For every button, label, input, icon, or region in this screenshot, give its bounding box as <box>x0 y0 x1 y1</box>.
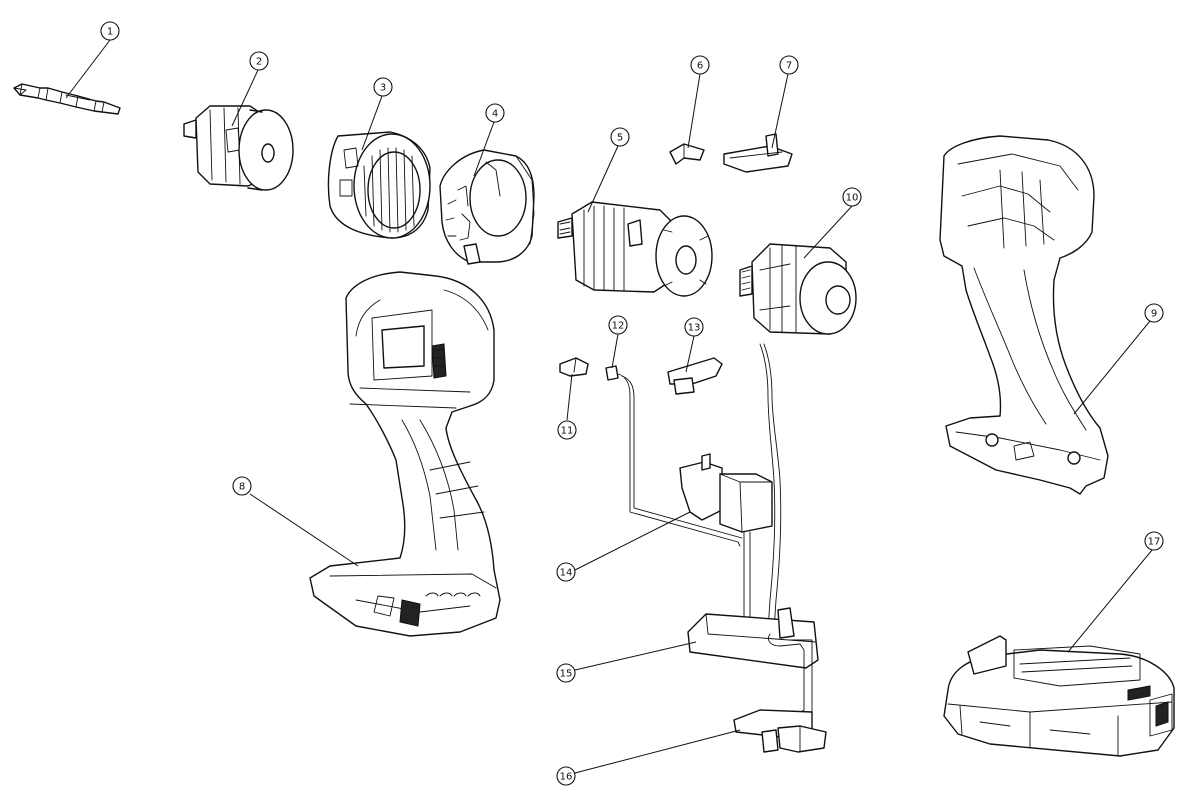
callout-number: 10 <box>846 193 859 204</box>
callout-6: 6 <box>690 55 710 75</box>
callout-number: 9 <box>1151 309 1157 320</box>
leader-7 <box>771 73 789 149</box>
callout-number: 2 <box>256 57 262 68</box>
part-15-control-board <box>687 607 819 715</box>
part-9-housing-right <box>939 135 1109 495</box>
callout-17: 17 <box>1144 531 1164 551</box>
leader-13 <box>685 335 695 373</box>
callout-2: 2 <box>249 51 269 71</box>
callout-number: 11 <box>561 426 574 437</box>
part-6-clip <box>669 143 705 165</box>
leader-14 <box>574 511 691 571</box>
leader-5 <box>587 145 619 213</box>
callout-bubbles: 1 2 3 4 5 6 7 8 9 10 11 12 13 14 15 16 1… <box>100 21 1164 786</box>
callout-number: 14 <box>560 568 573 579</box>
callout-10: 10 <box>842 187 862 207</box>
leader-17 <box>1067 549 1153 653</box>
leader-11 <box>566 373 573 421</box>
callout-number: 15 <box>560 669 573 680</box>
callout-leaders <box>65 39 1153 774</box>
callout-5: 5 <box>610 127 630 147</box>
leader-9 <box>1073 320 1151 415</box>
leader-1 <box>65 39 111 99</box>
callout-number: 13 <box>688 323 701 334</box>
part-8-housing-left <box>309 271 501 637</box>
callout-number: 16 <box>560 772 573 783</box>
callout-1: 1 <box>100 21 120 41</box>
leader-15 <box>574 641 697 671</box>
callout-16: 16 <box>556 766 576 786</box>
part-12-led-light <box>605 365 743 547</box>
part-1-screwdriver-bit <box>13 83 121 115</box>
part-4-gearbox-cover <box>439 149 535 265</box>
callout-number: 7 <box>786 61 792 72</box>
part-14-trigger-switch <box>679 343 782 631</box>
callout-15: 15 <box>556 663 576 683</box>
callout-11: 11 <box>557 420 577 440</box>
leader-12 <box>611 333 619 369</box>
leader-10 <box>803 205 853 259</box>
callout-9: 9 <box>1144 303 1164 323</box>
callout-number: 4 <box>492 109 498 120</box>
leader-16 <box>574 729 741 774</box>
callout-number: 5 <box>617 133 623 144</box>
callout-13: 13 <box>684 317 704 337</box>
leader-8 <box>249 493 359 567</box>
callout-number: 3 <box>380 83 386 94</box>
part-3-clutch-ring <box>327 131 431 239</box>
part-11-forward-reverse-button <box>559 357 589 377</box>
callout-3: 3 <box>373 77 393 97</box>
callout-14: 14 <box>556 562 576 582</box>
part-16-terminal-block <box>733 709 827 753</box>
leader-3 <box>361 95 383 151</box>
callout-number: 12 <box>612 321 625 332</box>
callout-7: 7 <box>779 55 799 75</box>
part-5-gearbox <box>557 201 713 297</box>
part-10-motor <box>739 243 857 335</box>
part-7-speed-selector <box>723 133 793 173</box>
callout-4: 4 <box>485 103 505 123</box>
part-2-chuck <box>183 105 294 191</box>
leader-6 <box>687 73 701 149</box>
leader-4 <box>473 121 495 177</box>
callout-number: 17 <box>1148 537 1161 548</box>
callout-12: 12 <box>608 315 628 335</box>
part-13-switch-cover <box>667 357 723 395</box>
callout-number: 1 <box>107 27 113 38</box>
callout-number: 6 <box>697 61 703 72</box>
callout-8: 8 <box>232 476 252 496</box>
part-17-battery-pack <box>943 635 1175 757</box>
leader-2 <box>231 69 259 127</box>
callout-number: 8 <box>239 482 245 493</box>
